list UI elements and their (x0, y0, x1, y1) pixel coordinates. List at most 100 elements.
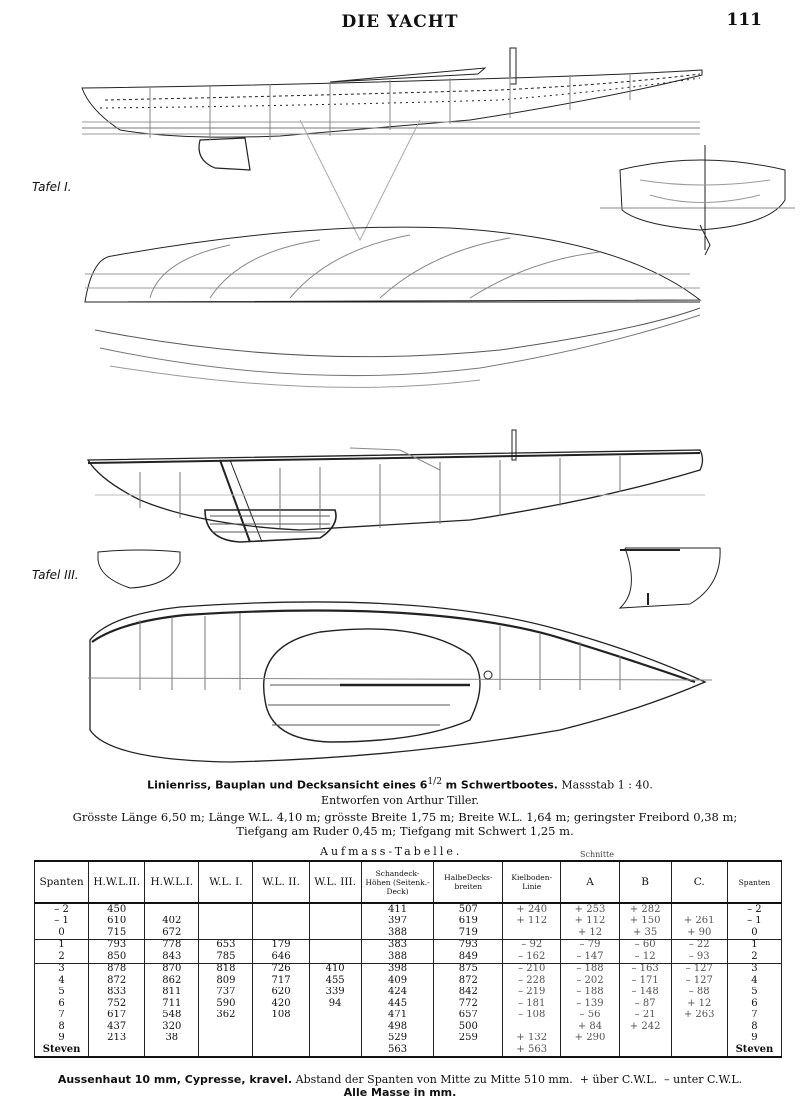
table-cell: 672 (144, 927, 200, 940)
table-cell (198, 915, 254, 927)
table-cell: Steven (726, 1044, 783, 1058)
table-cell: 410 (308, 963, 362, 975)
table-cell: – 219 (502, 986, 562, 998)
table-cell: 833 (88, 986, 146, 998)
table-cell: – 108 (502, 1009, 562, 1021)
table-cell: + 242 (618, 1021, 672, 1033)
table-cell: 108 (252, 1009, 310, 1021)
table-title: Aufmass-Tabelle. (320, 845, 463, 858)
col-header: W.L. II. (252, 860, 310, 904)
technical-drawing (81, 47, 795, 763)
drawing-caption: Linienriss, Bauplan und Decksansicht ein… (0, 776, 800, 792)
table-cell: 872 (433, 975, 504, 987)
table-cell: 610 (88, 915, 146, 927)
table-cell: 6 (33, 998, 90, 1010)
table-cell (198, 1032, 254, 1044)
table-cell (433, 1044, 504, 1058)
table-cell: 862 (144, 975, 200, 987)
table-cell: – 171 (618, 975, 672, 987)
table-cell: 529 (360, 1032, 435, 1044)
table-cell: 213 (88, 1032, 146, 1044)
table-cell: 563 (360, 1044, 435, 1058)
table-cell: 320 (144, 1021, 200, 1033)
table-cell: – 79 (560, 939, 620, 951)
table-cell: 752 (88, 998, 146, 1010)
table-cell: – 12 (618, 951, 672, 964)
table-cell: 620 (252, 986, 310, 998)
table-cell: + 261 (670, 915, 728, 927)
table-cell (670, 1044, 728, 1058)
table-cell: + 12 (560, 927, 620, 940)
table-cell (308, 927, 362, 940)
table-cell: – 87 (618, 998, 672, 1010)
table-cell: – 210 (502, 963, 562, 975)
table-cell: 657 (433, 1009, 504, 1021)
table-cell: 471 (360, 1009, 435, 1021)
construction-plan-sections (97, 547, 721, 609)
table-cell: – 1 (33, 915, 90, 927)
table-cell: 507 (433, 903, 504, 916)
table-cell (670, 903, 728, 916)
caption-dimensions: Grösste Länge 6,50 m; Länge W.L. 4,10 m;… (60, 810, 750, 838)
table-cell: 2 (33, 951, 90, 964)
table-cell: – 162 (502, 951, 562, 964)
footnote-units: Alle Masse in mm. (343, 1086, 457, 1099)
table-cell: 872 (88, 975, 146, 987)
col-header: H.W.L.I. (144, 860, 200, 904)
table-cell (670, 1032, 728, 1044)
table-cell: 0 (726, 927, 783, 940)
table-cell: + 35 (618, 927, 672, 940)
table-cell (670, 1021, 728, 1033)
page-number: 111 (726, 10, 763, 30)
table-header-row: Spanten H.W.L.II. H.W.L.I. W.L. I. W.L. … (33, 860, 783, 904)
table-cell: 498 (360, 1021, 435, 1033)
table-cell: 548 (144, 1009, 200, 1021)
caption-fraction: 1/2 (427, 776, 443, 787)
table-cell: 646 (252, 951, 310, 964)
table-cell: 726 (252, 963, 310, 975)
lines-plan-profile (81, 47, 703, 242)
table-cell: 785 (198, 951, 254, 964)
plate-label-tafel-3: Tafel III. (32, 568, 79, 582)
col-header: Spanten (33, 860, 90, 904)
table-cell: 437 (88, 1021, 146, 1033)
table-cell: 179 (252, 939, 310, 951)
table-cell: 7 (33, 1009, 90, 1021)
table-cell: 590 (198, 998, 254, 1010)
table-cell (308, 939, 362, 951)
table-cell: – 1 (726, 915, 783, 927)
col-header: Kielboden-Linie (502, 860, 562, 904)
table-cell: – 92 (502, 939, 562, 951)
aufmass-table: Spanten H.W.L.II. H.W.L.I. W.L. I. W.L. … (33, 860, 783, 1058)
table-cell: – 188 (560, 986, 620, 998)
table-cell: + 282 (618, 903, 672, 916)
col-header: Schandeck-Höhen (Seitenk.-Deck) (360, 860, 435, 904)
table-cell: 388 (360, 951, 435, 964)
table-cell: – 127 (670, 963, 728, 975)
table-cell: 3 (726, 963, 783, 975)
table-cell: 711 (144, 998, 200, 1010)
table-cell: – 21 (618, 1009, 672, 1021)
table-cell: 411 (360, 903, 435, 916)
table-cell (502, 1021, 562, 1033)
table-footnote: Aussenhaut 10 mm, Cypresse, kravel. Abst… (40, 1073, 760, 1099)
caption-title-2: m Schwertbootes. (445, 778, 558, 792)
table-cell: – 2 (726, 903, 783, 916)
table-cell: + 290 (560, 1032, 620, 1044)
table-cell: – 22 (670, 939, 728, 951)
table-cell: – 56 (560, 1009, 620, 1021)
table-cell: 818 (198, 963, 254, 975)
construction-plan-profile (86, 429, 705, 543)
table-cell: 383 (360, 939, 435, 951)
table-cell: 94 (308, 998, 362, 1010)
table-cell: 9 (33, 1032, 90, 1044)
table-cell: 715 (88, 927, 146, 940)
table-cell: 38 (144, 1032, 200, 1044)
table-cell: + 263 (670, 1009, 728, 1021)
table-cell: – 228 (502, 975, 562, 987)
table-cell (198, 1021, 254, 1033)
table-cell (308, 1032, 362, 1044)
plate-label-tafel-1: Tafel I. (32, 180, 72, 194)
